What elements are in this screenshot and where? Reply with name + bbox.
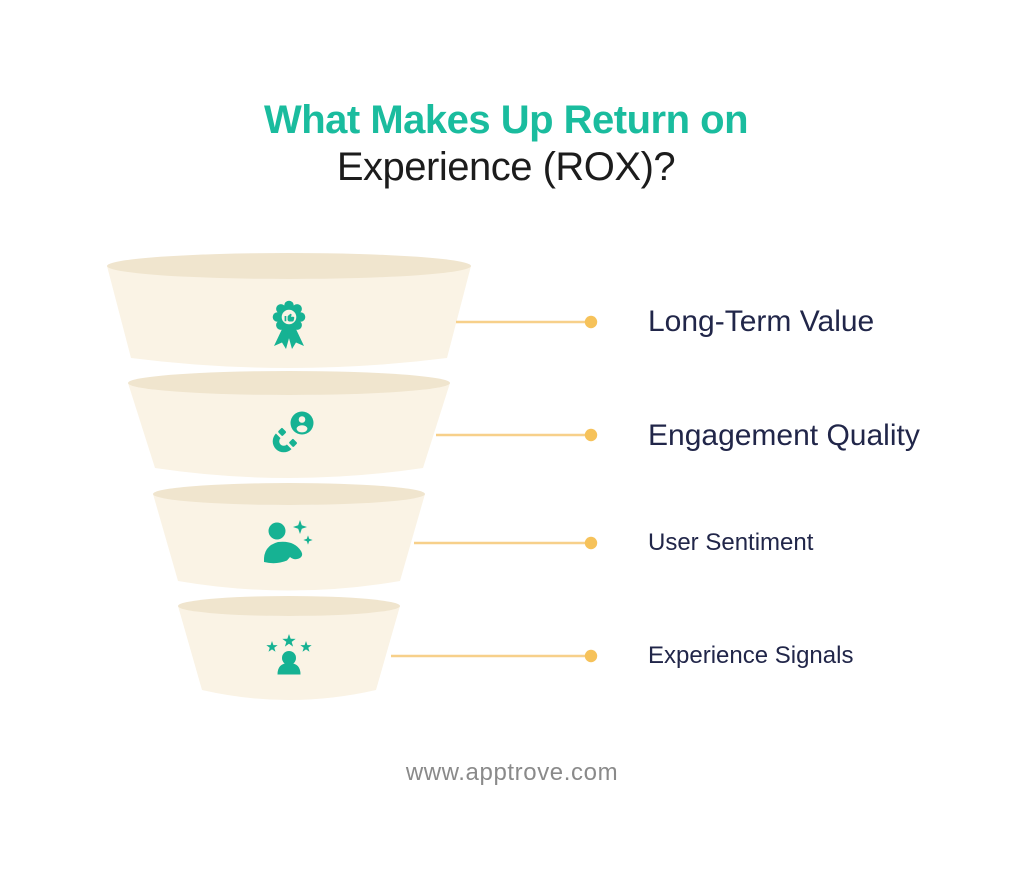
connector-dot-2	[584, 428, 598, 442]
funnel-stage-3	[153, 483, 425, 591]
connector-dots	[584, 315, 598, 663]
title-line-1: What Makes Up Return on	[263, 98, 749, 142]
funnel-stage-1-rim	[107, 253, 471, 279]
funnel-stage-4-rim	[178, 596, 400, 616]
magnet-user-icon	[272, 411, 314, 453]
funnel-stage-4	[178, 596, 400, 700]
funnel-stage-3-rim	[153, 483, 425, 505]
website-url: www.apptrove.com	[405, 759, 619, 786]
page-title: What Makes Up Return on Experience (ROX)…	[0, 97, 1012, 191]
funnel-stage-3-body	[153, 494, 425, 591]
stage-label-long-term-value: Long-Term Value	[648, 305, 875, 338]
stage-label-engagement-quality: Engagement Quality	[648, 419, 920, 452]
stage-label-experience-signals: Experience Signals	[648, 642, 854, 669]
title-line-2: Experience (ROX)?	[336, 145, 676, 190]
stage-label-user-sentiment: User Sentiment	[648, 529, 814, 556]
connector-dot-1	[584, 315, 598, 329]
connector-lines	[391, 320, 588, 658]
funnel-stage-2-body	[128, 383, 450, 478]
connector-dot-4	[584, 649, 598, 663]
funnel-stage-1	[107, 253, 471, 368]
funnel-stage-2	[128, 371, 450, 478]
connector-dot-3	[584, 536, 598, 550]
award-badge-icon	[272, 300, 306, 349]
user-stars-icon	[266, 634, 312, 675]
funnel-stage-2-rim	[128, 371, 450, 395]
user-sparkles-icon	[263, 520, 313, 564]
